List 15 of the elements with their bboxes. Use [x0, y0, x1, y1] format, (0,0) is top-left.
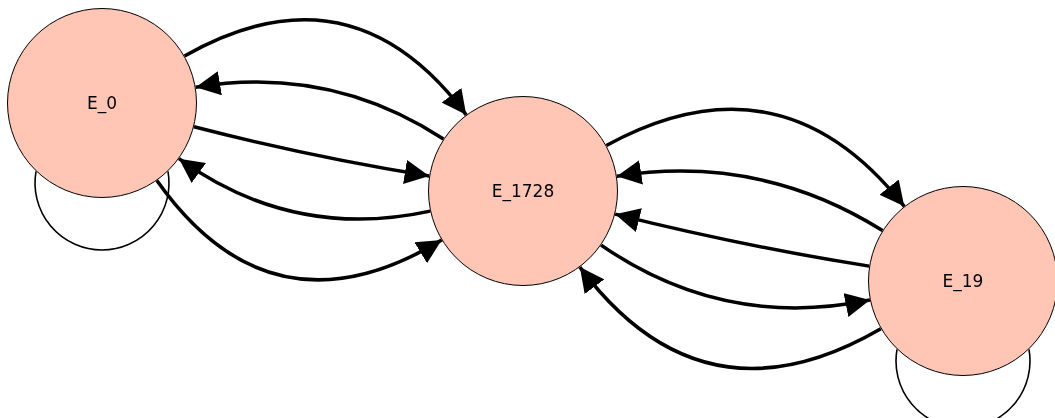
arrow [193, 125, 430, 184]
node-label: E_1728 [491, 181, 555, 201]
arrow [178, 157, 431, 221]
arrow [600, 243, 871, 317]
arrow [605, 107, 906, 208]
arrow [155, 179, 443, 282]
node-label: E_0 [86, 93, 118, 113]
arrow [195, 71, 445, 141]
node-label: E_19 [942, 271, 984, 291]
arrow [614, 208, 870, 268]
self-loop [895, 348, 1031, 418]
arrow [578, 266, 882, 370]
arrow [183, 18, 468, 116]
arrow [616, 160, 884, 233]
self-loop [34, 170, 170, 251]
